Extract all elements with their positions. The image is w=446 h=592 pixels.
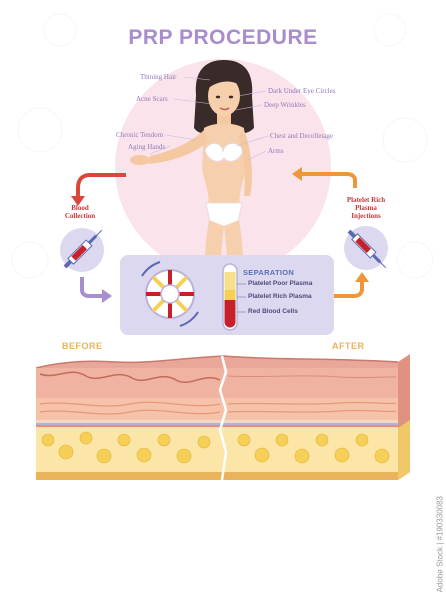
layer-platelet-poor: Platelet Poor Plasma [248,280,313,287]
prp-injections-line-3: Injections [351,212,381,220]
stock-watermark: Adobe Stock | #190330083 [435,496,444,592]
label-chest-decolletage: Chest and Decolletage [270,132,333,140]
label-dark-circles: Dark Under Eye Circles [268,87,336,95]
label-prp-injections: Platelet Rich Plasma Injections [338,196,394,220]
layer-platelet-rich: Platelet Rich Plasma [248,293,312,300]
background-pattern [11,13,434,279]
separation-leaders [237,283,246,313]
blood-syringe-icon [63,229,103,269]
layer-red-blood-cells: Red Blood Cells [248,308,298,315]
prp-injections-line-2: Plasma [355,204,377,212]
label-chronic-tendon: Chronic Tendom [116,131,164,139]
arrow-head-purple [102,289,112,303]
centrifuge-icon [141,261,199,327]
blood-collection-line-1: Blood [71,204,89,212]
label-deep-wrinkles: Deep Wrinkles [264,101,306,109]
arrow-to-separation [80,277,104,298]
page-title: PRP PROCEDURE [128,26,318,49]
blood-collection-line-2: Collection [64,212,96,220]
before-label: BEFORE [62,341,103,351]
arrow-head-orange [292,167,302,181]
arrow-to-injection [332,280,364,298]
arrow-to-figure [300,172,357,188]
label-blood-collection: Blood Collection [58,204,102,220]
label-acne-scars: Acne Scars [136,95,168,103]
label-thinning-hair: Thining Hair [140,73,177,81]
prp-injections-line-1: Platelet Rich [346,196,386,204]
diagram-illustration [11,13,434,481]
prp-infographic: PRP PROCEDURE Thining Hair Acne Scars Ch… [11,13,444,592]
woman-figure [130,60,254,266]
arrow-head-red [71,196,85,206]
separation-title: SEPARATION [243,268,295,277]
arrow-head-orange-2 [355,272,369,282]
skin-cross-section [35,354,410,481]
label-aging-hands: Aging Hands [128,143,166,151]
after-label: AFTER [332,341,365,351]
prp-syringe-icon [347,229,387,269]
label-arms: Arms [268,147,284,155]
arrow-to-collection [76,173,126,198]
test-tube-icon [222,263,238,331]
label-leader-lines [149,76,269,161]
